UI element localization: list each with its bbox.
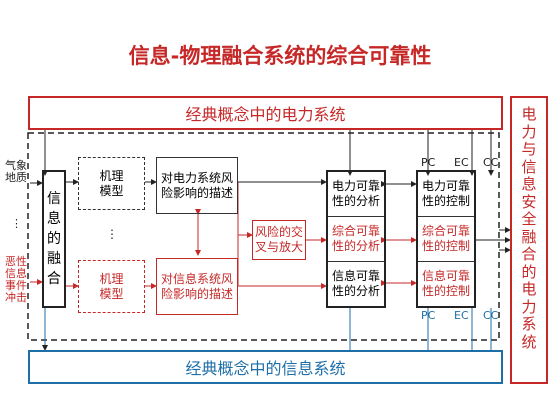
left-ellipsis: ⋮: [11, 217, 22, 230]
bottom-code-cc: CC: [483, 309, 499, 322]
malicious-event-label: 恶性 信息 事件 冲击: [5, 255, 27, 304]
converged-system-bar: 电力与信息安全融合的电力系统: [510, 96, 548, 384]
top-code-cc: CC: [483, 156, 499, 169]
control-column: 电力可靠性的控制 综合可靠性的控制 信息可靠性的控制: [416, 170, 476, 308]
top-code-pc: PC: [421, 156, 436, 169]
page-title: 信息-物理融合系统的综合可靠性: [128, 44, 432, 68]
top-code-ec: EC: [454, 156, 469, 169]
info-system-bar: 经典概念中的信息系统: [28, 350, 503, 384]
info-risk-description: 对信息系统风险影响的描述: [156, 258, 238, 315]
power-mechanism-model: 机理 模型: [78, 157, 145, 210]
bottom-code-pc: PC: [421, 309, 436, 322]
converged-system-label: 电力与信息安全融合的电力系统: [521, 105, 537, 351]
info-mechanism-model: 机理 模型: [78, 260, 145, 313]
info-fusion-box: 信息的融合: [42, 170, 66, 308]
analysis-column: 电力可靠性的分析 综合可靠性的分析 信息可靠性的分析: [326, 170, 386, 308]
ellipsis-dots: ⋮: [106, 227, 118, 241]
power-reliability-control: 电力可靠性的控制: [418, 172, 474, 217]
info-reliability-analysis: 信息可靠性的分析: [331, 269, 380, 298]
power-reliability-analysis: 电力可靠性的分析: [328, 172, 384, 217]
power-system-bar: 经典概念中的电力系统: [28, 96, 503, 130]
bottom-code-ec: EC: [454, 309, 469, 322]
info-reliability-control: 信息可靠性的控制: [421, 269, 470, 298]
weather-geology-label: 气象 地质: [5, 159, 27, 184]
combined-reliability-control: 综合可靠性的控制: [418, 217, 474, 262]
power-risk-description: 对电力系统风险影响的描述: [156, 157, 238, 214]
combined-reliability-analysis: 综合可靠性的分析: [328, 217, 384, 262]
risk-cross-amplify-box: 风险的交叉与放大: [252, 220, 306, 260]
